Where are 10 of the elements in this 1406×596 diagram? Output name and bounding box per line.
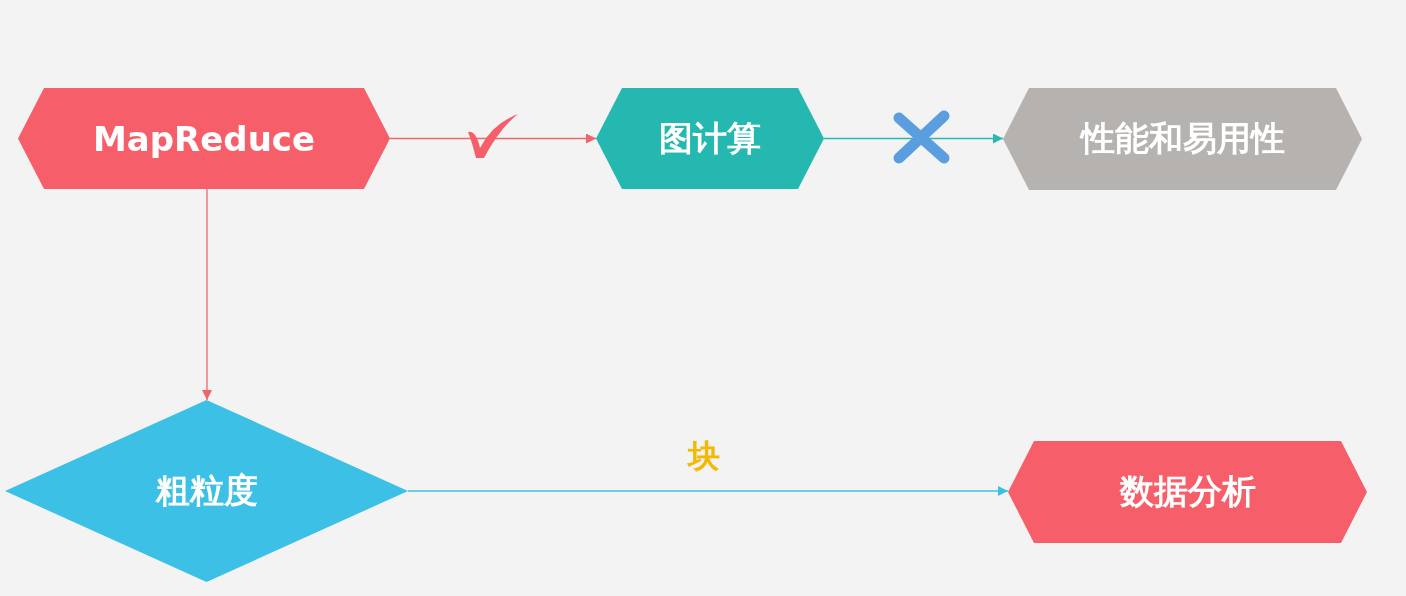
decision-diamond: 粗粒度 (5, 400, 408, 582)
arrow (202, 188, 212, 401)
hexagon-box: 数据分析 (1008, 441, 1367, 543)
edge-label: 块 (686, 437, 722, 475)
arrow (823, 133, 1004, 144)
hexagon-box: MapReduce (18, 88, 390, 189)
arrow (389, 133, 597, 144)
hexagon-box: 性能和易用性 (1003, 88, 1362, 190)
hexagon-box: 图计算 (596, 88, 824, 189)
arrow (407, 486, 1009, 496)
